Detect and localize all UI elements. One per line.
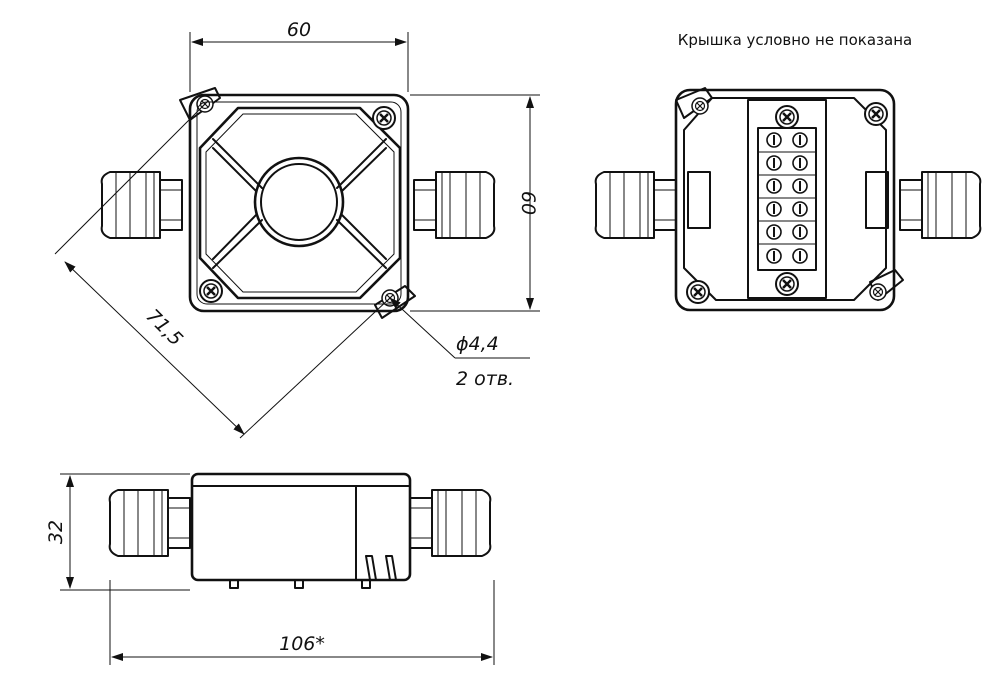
mounting-hole-icon: [869, 283, 887, 301]
terminal-rows: [758, 132, 816, 264]
top-view: 60 60 71,5 ϕ4,4 2 отв.: [54, 19, 540, 439]
left-cable-gland: [108, 489, 191, 557]
right-cable-gland: [409, 489, 492, 557]
screw-icon: [863, 101, 889, 127]
hole-diameter-label: ϕ4,4: [456, 333, 499, 355]
mounting-hole-icon: [691, 97, 709, 115]
right-cable-gland: [899, 171, 982, 239]
side-view: 32 106*: [45, 472, 495, 665]
dim-width-60: 60: [287, 19, 311, 41]
dim-overall-length: 106*: [279, 633, 325, 655]
screw-icon: [198, 278, 224, 304]
screw-icon: [685, 279, 711, 305]
left-cable-gland: [594, 171, 677, 239]
screw-icon: [774, 104, 800, 130]
dim-height-60: 60: [517, 191, 539, 215]
left-cable-gland: [100, 171, 183, 239]
hole-count-label: 2 отв.: [456, 368, 514, 390]
dim-body-height: 32: [45, 520, 67, 544]
cover-not-shown-note: Крышка условно не показана: [678, 31, 912, 49]
screw-icon: [371, 105, 397, 131]
right-cable-gland: [413, 171, 496, 239]
dim-diagonal: 71,5: [142, 305, 187, 350]
screw-icon: [774, 271, 800, 297]
open-view: Крышка условно не показана: [594, 31, 982, 312]
